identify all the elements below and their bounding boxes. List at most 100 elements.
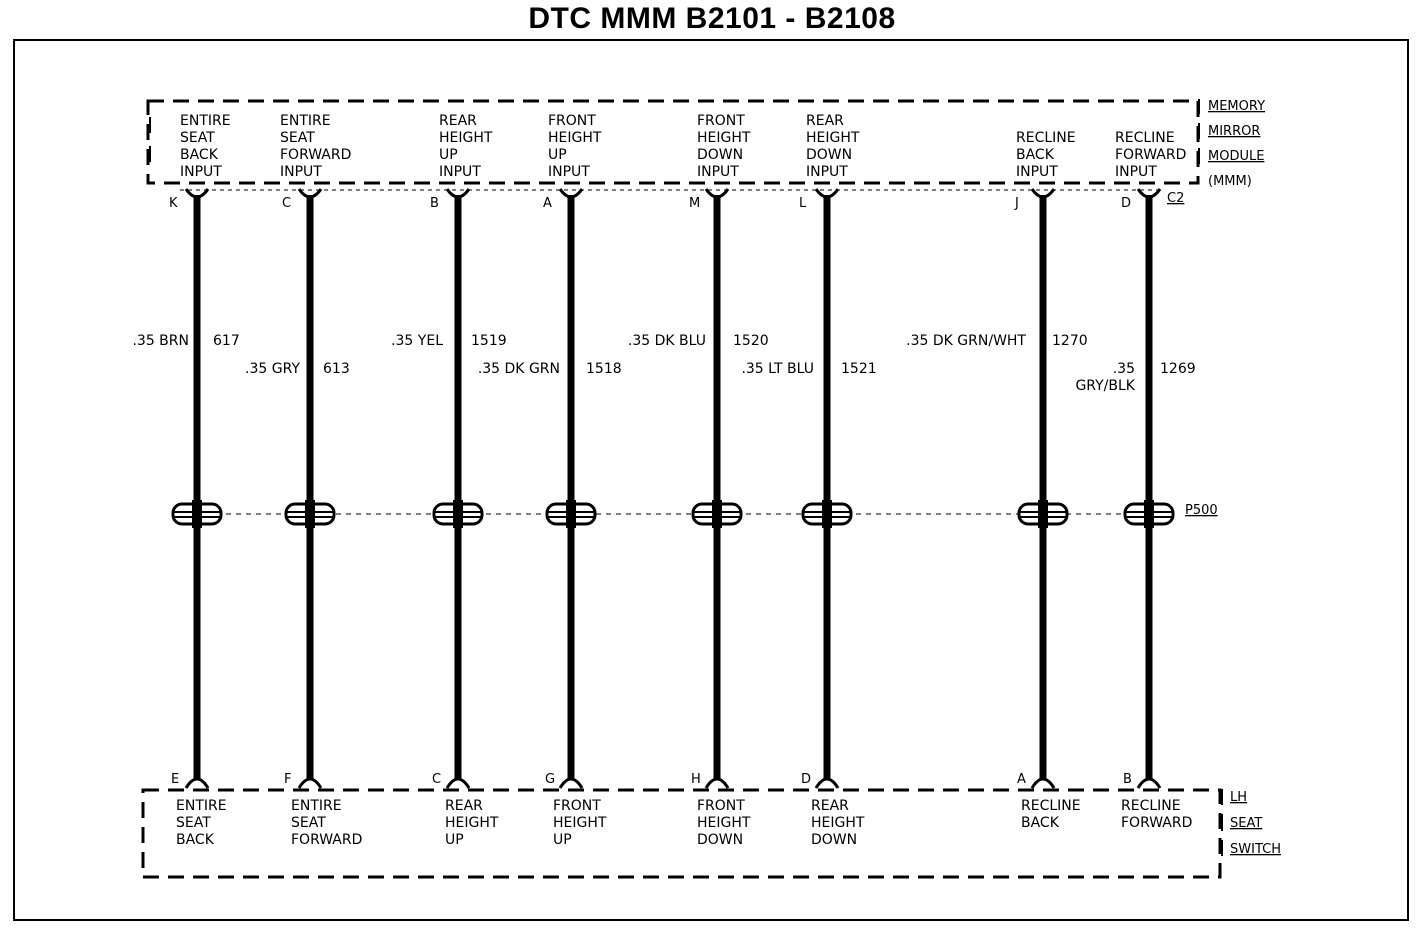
wire-color-label: .35 DK GRN (478, 361, 560, 377)
module-input-label: RECLINE (1115, 130, 1175, 146)
module-pin-label: L (799, 196, 807, 211)
module-pin-label: J (1014, 196, 1019, 211)
switch-name-line-3: SWITCH (1230, 842, 1281, 857)
p500-connector (171, 500, 223, 528)
switch-terminal (445, 777, 471, 789)
module-input-label: SEAT (180, 130, 215, 146)
module-terminal (814, 188, 840, 199)
switch-function-label: SEAT (176, 815, 211, 831)
switch-function-label: DOWN (811, 832, 857, 848)
switch-function-label: UP (445, 832, 464, 848)
switch-pin-label: A (1017, 772, 1026, 787)
wire-color-label: .35 GRY (245, 361, 300, 377)
p500-connector (691, 500, 743, 528)
switch-function-label: HEIGHT (811, 815, 865, 831)
module-input-label: FRONT (548, 113, 596, 129)
module-terminal (1136, 188, 1162, 199)
module-input-label: HEIGHT (806, 130, 860, 146)
module-input-label: FORWARD (1115, 147, 1186, 163)
switch-function-label: REAR (445, 798, 483, 814)
switch-function-label: HEIGHT (445, 815, 499, 831)
switch-pin-label: D (801, 772, 811, 787)
module-pin-label: D (1121, 196, 1131, 211)
switch-terminal (184, 777, 210, 789)
switch-function-label: REAR (811, 798, 849, 814)
switch-function-label: FRONT (697, 798, 745, 814)
module-pin-label: K (169, 196, 178, 211)
switch-function-label: BACK (176, 832, 215, 848)
module-input-label: HEIGHT (548, 130, 602, 146)
wire-number-label: 617 (213, 333, 240, 349)
switch-name-line-2: SEAT (1230, 816, 1262, 831)
module-input-label: RECLINE (1016, 130, 1076, 146)
module-name-line-1: MEMORY (1208, 99, 1265, 114)
switch-function-label: ENTIRE (176, 798, 227, 814)
module-input-label: HEIGHT (439, 130, 493, 146)
module-input-label: REAR (806, 113, 844, 129)
p500-connector (801, 500, 853, 528)
switch-function-label: HEIGHT (553, 815, 607, 831)
module-input-label: INPUT (180, 164, 222, 180)
switch-function-label: BACK (1021, 815, 1060, 831)
switch-pin-label: G (545, 772, 555, 787)
p500-connector (1017, 500, 1069, 528)
page-title: DTC MMM B2101 - B2108 (528, 2, 896, 35)
switch-function-label: ENTIRE (291, 798, 342, 814)
switch-terminal (1030, 777, 1056, 789)
module-input-label: INPUT (806, 164, 848, 180)
module-input-label: UP (439, 147, 458, 163)
module-pin-label: B (430, 196, 439, 211)
module-terminal (704, 188, 730, 199)
switch-pin-label: E (171, 772, 179, 787)
wire-color-label: .35 DK BLU (628, 333, 706, 349)
switch-function-label: UP (553, 832, 572, 848)
module-input-label: INPUT (697, 164, 739, 180)
switch-terminal (814, 777, 840, 789)
switch-box (141, 788, 1222, 879)
module-box (146, 99, 1200, 185)
switch-terminal (1136, 777, 1162, 789)
p500-connector (284, 500, 336, 528)
p500-connector (545, 500, 597, 528)
module-terminal (1030, 188, 1056, 199)
switch-function-label: DOWN (697, 832, 743, 848)
wire-number-label: 1518 (586, 361, 622, 377)
switch-pin-label: B (1123, 772, 1132, 787)
module-input-label: INPUT (439, 164, 481, 180)
wire-number-label: 1270 (1052, 333, 1088, 349)
module-terminal (445, 188, 471, 199)
wire-color-label: .35 YEL (391, 333, 443, 349)
module-terminal (558, 188, 584, 199)
module-pin-label: C (282, 196, 291, 211)
module-terminal (184, 188, 210, 199)
switch-function-label: FRONT (553, 798, 601, 814)
module-input-label: ENTIRE (180, 113, 231, 129)
module-input-label: SEAT (280, 130, 315, 146)
wire-number-label: 1521 (841, 361, 877, 377)
module-input-label: UP (548, 147, 567, 163)
wire-color-label: GRY/BLK (1075, 378, 1135, 394)
wire-color-label: .35 DK GRN/WHT (906, 333, 1026, 349)
p500-connector (432, 500, 484, 528)
module-name-line-2: MIRROR (1208, 124, 1260, 139)
switch-function-label: RECLINE (1121, 798, 1181, 814)
switch-terminal (558, 777, 584, 789)
module-input-label: FORWARD (280, 147, 351, 163)
wire-color-label: .35 LT BLU (741, 361, 814, 377)
module-name-line-4: (MMM) (1208, 174, 1252, 189)
circuit-c8: RECLINEFORWARDINPUTDB.35GRY/BLK1269RECLI… (1075, 130, 1195, 831)
switch-function-label: SEAT (291, 815, 326, 831)
module-input-label: ENTIRE (280, 113, 331, 129)
switch-terminal (297, 777, 323, 789)
module-connector-label: C2 (1167, 191, 1184, 206)
wire-number-label: 1269 (1160, 361, 1196, 377)
diagram-frame (13, 39, 1409, 921)
module-input-label: FRONT (697, 113, 745, 129)
switch-function-label: FORWARD (291, 832, 362, 848)
switch-pin-label: F (284, 772, 291, 787)
